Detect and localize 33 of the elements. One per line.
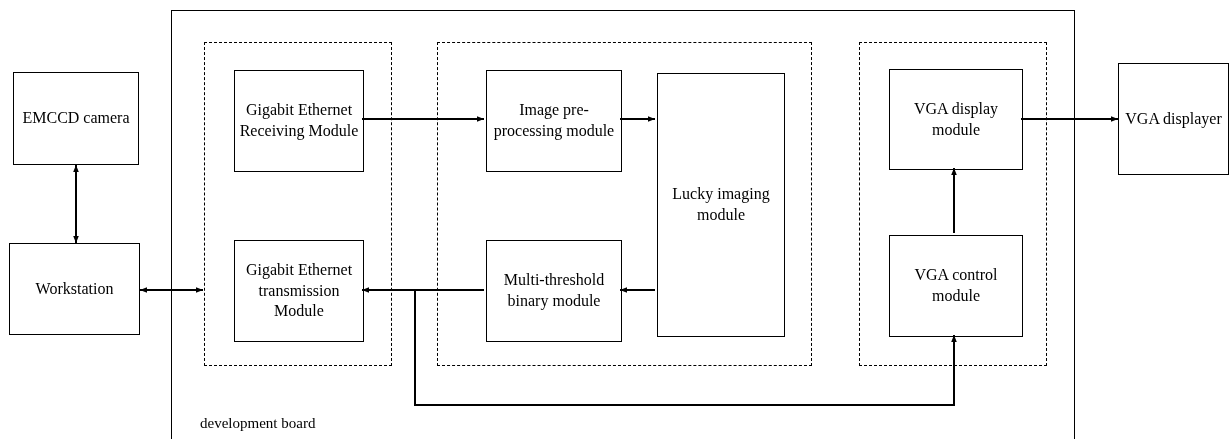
box-label: Workstation [35,278,114,299]
arrow [361,116,485,122]
arrow [951,167,957,234]
box-label: Lucky imaging module [671,184,771,225]
dashed-group-box [859,42,1047,366]
board-label: development board [200,414,316,433]
arrow [619,287,656,293]
box-label: EMCCD camera [22,108,130,129]
process-box [234,70,364,172]
arrow [73,164,79,244]
box-label: Image pre-processing module [492,100,616,142]
dashed-group-box [437,42,812,366]
dashed-group-box [204,42,392,366]
process-box [657,73,785,337]
arrow [139,287,204,293]
process-box [13,72,139,165]
box-label: VGA displayer [1125,108,1222,130]
process-box [889,69,1023,170]
box-label: Gigabit Ethernet Receiving Module [239,100,359,142]
box-label: VGA display module [913,98,999,140]
process-box [9,243,140,335]
process-box [1118,63,1229,175]
box-label: VGA control module [913,265,999,306]
box-label: Gigabit Ethernet transmission Module [244,259,354,322]
arrow [1020,116,1119,122]
arrow [619,116,656,122]
process-box [889,235,1023,337]
process-box [486,70,622,172]
process-box [486,240,622,342]
box-label: Multi-threshold binary module [502,270,606,312]
arrow [414,289,957,406]
process-box [234,240,364,342]
board-frame [171,10,1075,439]
